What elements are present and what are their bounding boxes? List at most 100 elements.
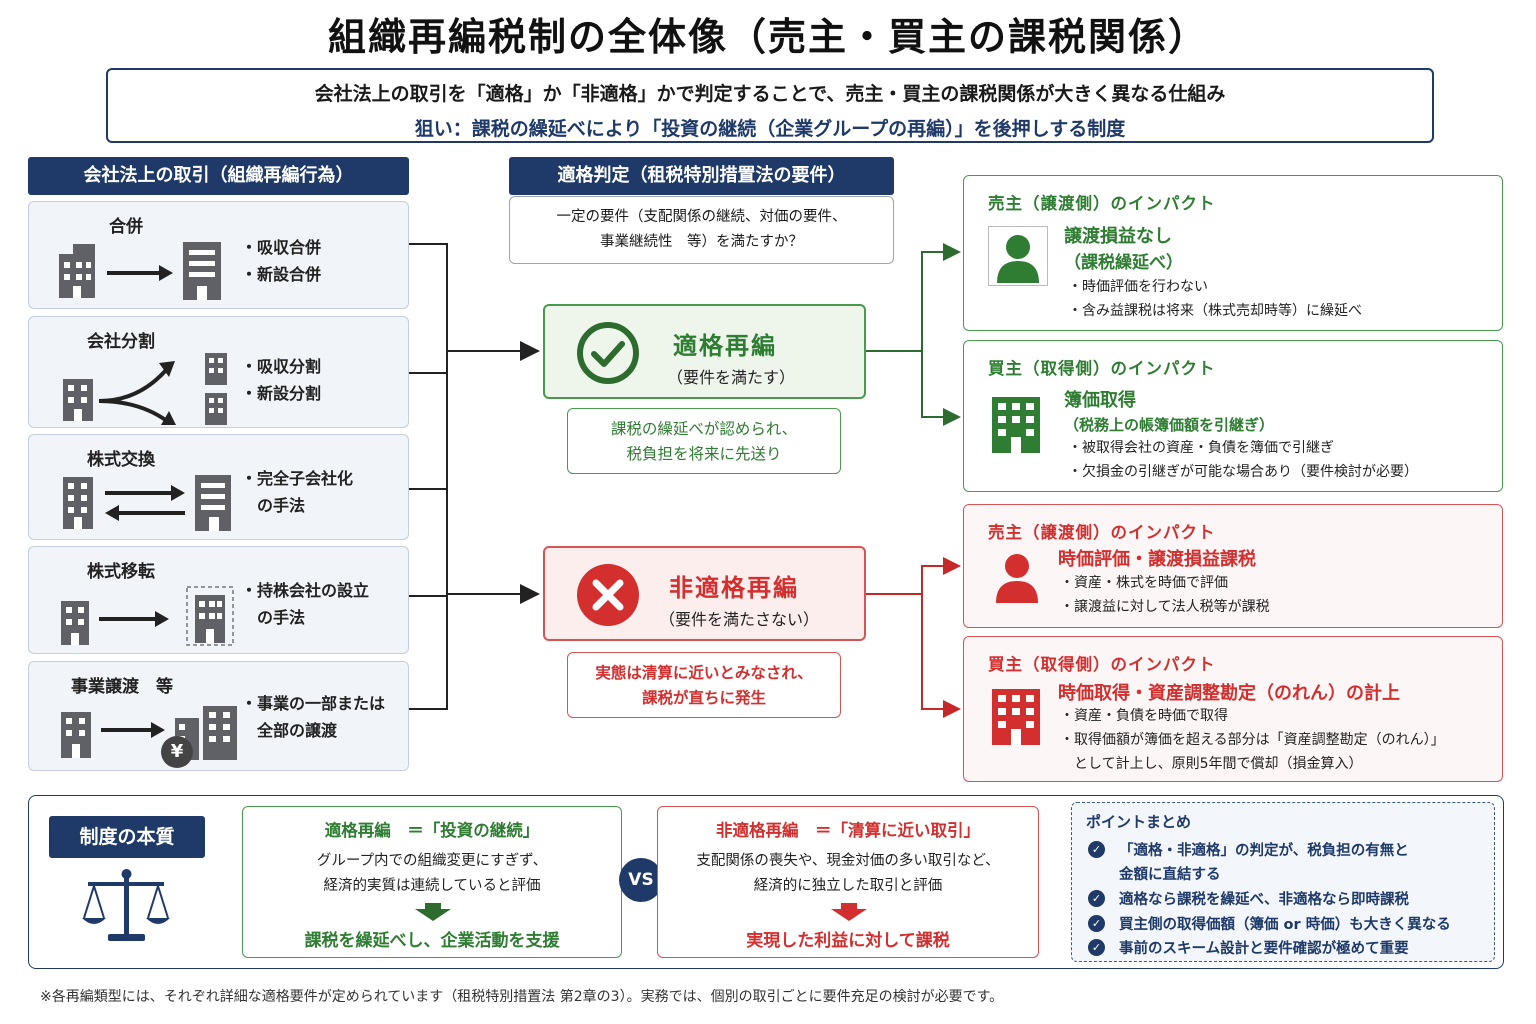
essence-qualified-title: 適格再編 ＝「投資の継続」: [324, 821, 540, 840]
non-qualified-title: 非適格再編: [669, 574, 799, 602]
connector-line: [446, 350, 524, 352]
impact-qualified-seller: 売主（譲渡側）のインパクト 譲渡損益なし （課税繰延べ） ・時価評価を行わない …: [963, 175, 1503, 331]
business-transfer-icon: [61, 706, 237, 760]
impact-header: 買主（取得側）のインパクト: [988, 359, 1216, 378]
connector-line: [921, 708, 945, 710]
bullet: の手法: [241, 496, 306, 515]
requirement-line-2: 事業継続性 等）を満たすか？: [600, 234, 803, 250]
impact-header: 売主（譲渡側）のインパクト: [988, 194, 1216, 213]
bullet: ・新設分割: [241, 384, 322, 403]
impact-bullets: ・資産・負債を時価で取得 ・取得価額が簿価を超える部分は「資産調整勘定（のれん）…: [1060, 704, 1445, 776]
connector-line: [921, 565, 945, 567]
impact-bullets: ・時価評価を行わない ・含み益課税は将来（株式売却時等）に繰延べ: [1068, 275, 1362, 323]
person-icon: [988, 226, 1048, 286]
vs-badge: VS: [619, 858, 663, 902]
bullet: ・吸収合併: [241, 238, 322, 257]
point-item: ✓ 適格なら課税を繰延べ、非適格なら即時課税: [1088, 888, 1409, 909]
bullet: ・資産・株式を時価で評価: [1060, 575, 1228, 591]
arrow-icon: [943, 557, 961, 575]
bullet: の手法: [241, 608, 306, 627]
bullet: ・時価評価を行わない: [1068, 279, 1208, 295]
impact-subheading: （課税繰延べ）: [1064, 253, 1183, 273]
transaction-split: 会社分割 ・吸収分割 ・新設分割: [28, 316, 409, 428]
connector-line: [921, 416, 945, 418]
transaction-bullets: ・完全子会社化 の手法: [241, 465, 353, 519]
bullet: ・譲渡益に対して法人税等が課税: [1060, 599, 1270, 615]
impact-non-qualified-buyer: 買主（取得側）のインパクト 時価取得・資産調整勘定（のれん）の計上 ・資産・負債…: [963, 636, 1503, 782]
point-text: 適格なら課税を繰延べ、非適格なら即時課税: [1119, 892, 1409, 908]
impact-heading: 譲渡損益なし: [1064, 226, 1172, 247]
point-text: 「適格・非適格」の判定が、税負担の有無と: [1119, 843, 1409, 859]
check-icon: ✓: [1088, 890, 1105, 907]
transaction-title: 株式移転: [87, 562, 155, 582]
scales-icon: [82, 869, 170, 941]
arrow-icon: [943, 408, 961, 426]
connector-line: [409, 488, 447, 490]
non-qualified-subtitle: （要件を満たさない）: [659, 610, 820, 629]
down-arrow-icon: [415, 903, 451, 921]
check-icon: ✓: [1088, 841, 1105, 858]
requirement-line-1: 一定の要件（支配関係の継続、対価の要件、: [556, 209, 847, 225]
essence-qualified-body: グループ内での組織変更にすぎず、 経済的実質は連続していると評価: [243, 849, 621, 899]
body-line: 支配関係の喪失や、現金対価の多い取引など、: [696, 853, 1000, 869]
transaction-title: 株式交換: [87, 450, 155, 470]
impact-qualified-buyer: 買主（取得側）のインパクト 簿価取得 （税務上の帳簿価額を引継ぎ） ・被取得会社…: [963, 340, 1503, 492]
intro-box: 会社法上の取引を「適格」か「非適格」かで判定することで、売主・買主の課税関係が大…: [106, 68, 1434, 143]
requirement-box: 一定の要件（支配関係の継続、対価の要件、 事業継続性 等）を満たすか？: [509, 196, 894, 264]
transaction-share-exchange: 株式交換 ・完全子会社化 の手法: [28, 434, 409, 540]
connector-line: [409, 243, 447, 245]
bullet: ・欠損金の引継ぎが可能な場合あり（要件検討が必要）: [1068, 464, 1418, 480]
arrow-icon: [520, 584, 540, 604]
non-qualified-note: 実態は清算に近いとみなされ、 課税が直ちに発生: [567, 652, 841, 718]
check-icon: ✓: [1088, 939, 1105, 956]
transaction-business-transfer: 事業譲渡 等 ¥ ・事業の一部または 全部の譲渡: [28, 661, 409, 771]
impact-non-qualified-seller: 売主（譲渡側）のインパクト 時価評価・譲渡損益課税 ・資産・株式を時価で評価 ・…: [963, 504, 1503, 628]
cross-circle-icon: [577, 564, 639, 626]
transaction-share-transfer: 株式移転 ・持株会社の設立 の手法: [28, 546, 409, 654]
page-title: 組織再編税制の全体像（売主・買主の課税関係）: [327, 15, 1208, 59]
yen-icon: ¥: [161, 736, 193, 768]
impact-bullets: ・資産・株式を時価で評価 ・譲渡益に対して法人税等が課税: [1060, 571, 1270, 619]
impact-heading: 時価取得・資産調整勘定（のれん）の計上: [1058, 683, 1400, 704]
bullet: ・新設合併: [241, 265, 322, 284]
building-icon: [992, 397, 1040, 453]
note-line: 課税が直ちに発生: [641, 689, 766, 707]
transaction-bullets: ・吸収分割 ・新設分割: [241, 353, 321, 407]
point-text: 金額に直結する: [1119, 867, 1221, 883]
impact-header: 売主（譲渡側）のインパクト: [988, 523, 1216, 542]
bullet: として計上し、原則5年間で償却（損金算入）: [1060, 756, 1363, 772]
connector-line: [921, 251, 923, 418]
point-item: ✓ 事前のスキーム設計と要件確認が極めて重要: [1088, 937, 1409, 958]
intro-line-1: 会社法上の取引を「適格」か「非適格」かで判定することで、売主・買主の課税関係が大…: [314, 83, 1226, 105]
essence-tag: 制度の本質: [49, 816, 205, 858]
transaction-bullets: ・事業の一部または 全部の譲渡: [241, 690, 385, 744]
impact-heading: 時価評価・譲渡損益課税: [1058, 549, 1256, 570]
transaction-merger: 合併 ・吸収合併 ・新設合併: [28, 201, 409, 309]
bullet: 全部の譲渡: [241, 721, 338, 740]
transaction-title: 事業譲渡 等: [71, 677, 173, 697]
connector-line: [866, 350, 922, 352]
footnote: ※各再編類型には、それぞれ詳細な適格要件が定められています（租税特別措置法 第2…: [40, 989, 1004, 1005]
body-line: 経済的実質は連続していると評価: [323, 878, 541, 894]
bullet: ・持株会社の設立: [241, 581, 370, 600]
note-line: 税負担を将来に先送り: [626, 445, 782, 463]
arrow-icon: [943, 243, 961, 261]
judgement-header: 適格判定（租税特別措置法の要件）: [509, 157, 894, 195]
transaction-title: 合併: [109, 217, 143, 237]
note-line: 課税の繰延べが認められ、: [610, 420, 798, 438]
transaction-bullets: ・持株会社の設立 の手法: [241, 577, 369, 631]
point-item: ✓買主側の取得価額（簿価 or 時価）も大きく異なる: [1088, 913, 1451, 934]
building-icon: [992, 689, 1040, 745]
person-icon: [996, 554, 1038, 603]
check-icon: ✓: [1088, 915, 1105, 932]
points-summary: ポイントまとめ ✓ 「適格・非適格」の判定が、税負担の有無と 金額に直結する ✓ 適…: [1071, 802, 1495, 962]
company-split-icon: [63, 353, 227, 425]
connector-line: [921, 251, 945, 253]
note-line: 実態は清算に近いとみなされ、: [595, 664, 813, 682]
essence-non-qualified-title: 非適格再編 ＝「清算に近い取引」: [716, 821, 980, 840]
transactions-header: 会社法上の取引（組織再編行為）: [28, 157, 409, 195]
point-text: 事前のスキーム設計と要件確認が極めて重要: [1119, 941, 1409, 957]
points-title: ポイントまとめ: [1086, 813, 1192, 831]
essence-qualified-box: 適格再編 ＝「投資の継続」 グループ内での組織変更にすぎず、 経済的実質は連続し…: [242, 806, 622, 958]
non-qualified-reorg-box: 非適格再編 （要件を満たさない）: [543, 546, 866, 641]
